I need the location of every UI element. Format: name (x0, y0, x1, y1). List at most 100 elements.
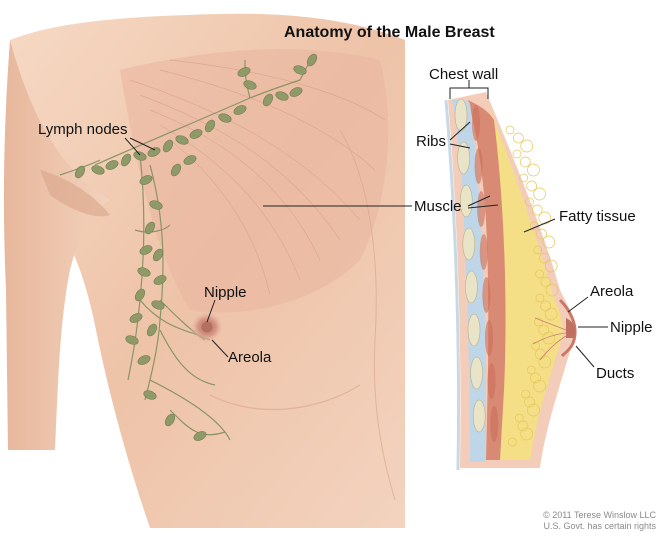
fat-lobule (530, 372, 541, 384)
fat-lobule (539, 252, 550, 264)
muscle-bundle (472, 105, 480, 141)
lymph-node (139, 175, 153, 185)
lymph-node (193, 431, 207, 441)
fat-lobule (521, 389, 531, 399)
lymph-node (237, 67, 251, 77)
label-ribs: Ribs (416, 133, 447, 150)
fat-lobule (535, 293, 545, 303)
copyright-credit: © 2011 Terese Winslow LLC (543, 510, 656, 520)
fat-lobule (526, 180, 538, 192)
rib (459, 184, 473, 218)
lymph-node (129, 313, 143, 323)
lymph-node (139, 245, 153, 255)
fat-lobule (514, 413, 524, 423)
fat-lobule (527, 163, 540, 177)
leader-lines (124, 121, 608, 368)
fat-lobule (542, 235, 556, 249)
rights-credit: U.S. Govt. has certain rights (543, 521, 656, 531)
lymph-node (183, 155, 197, 165)
lymph-node (218, 113, 232, 123)
rib (462, 227, 476, 261)
muscle-bundle (474, 148, 483, 184)
label-nipple-side: Nipple (610, 319, 653, 336)
lymph-node (243, 80, 257, 90)
lymph-node (149, 200, 163, 210)
lymph-node (262, 93, 274, 107)
chest-wall-bracket (449, 80, 489, 99)
label-areola-side: Areola (590, 283, 634, 300)
fat-lobule (533, 245, 543, 255)
lymph-node (120, 153, 132, 167)
muscle-bundle (485, 320, 493, 356)
lymph-node (306, 53, 318, 67)
arm (3, 40, 111, 450)
lymph-node (134, 288, 146, 302)
fat-lobule (533, 379, 546, 393)
lymph-node (189, 129, 203, 139)
rib (472, 399, 486, 433)
lymph-node (137, 267, 151, 277)
label-muscle: Muscle (414, 198, 462, 215)
lymph-node (125, 335, 139, 345)
lymph-node (137, 355, 151, 365)
fat-lobule (524, 396, 535, 408)
fat-lobule (544, 307, 558, 321)
areola-side (558, 298, 577, 358)
cross-section (444, 92, 577, 471)
lymph-node (153, 275, 167, 285)
chest-fold (209, 384, 361, 411)
lymph-node (289, 87, 303, 97)
inner-edge (444, 99, 460, 471)
muscle-bundle (479, 234, 488, 270)
label-chest-wall: Chest wall (429, 66, 499, 83)
fat-lobule (535, 269, 544, 279)
fat-lobule (531, 204, 543, 216)
nipple-side (566, 318, 576, 338)
lymph-node (175, 135, 189, 145)
label-ducts: Ducts (596, 365, 635, 382)
lymph-node (143, 390, 157, 400)
fat-lobule (542, 331, 556, 345)
fat-lobule (545, 283, 559, 297)
lymph-node (293, 65, 307, 75)
lymph-node (146, 323, 158, 337)
lymph-node (275, 91, 289, 101)
fat-lobule (512, 149, 522, 159)
rib (470, 356, 483, 390)
fat-lobule (520, 427, 534, 441)
fat-lobule (538, 355, 552, 369)
lymph-node (152, 248, 164, 262)
muscle-layer (468, 100, 506, 460)
label-areola-front: Areola (228, 349, 272, 366)
lymph-node (91, 165, 105, 175)
label-lymph-nodes: Lymph nodes (38, 121, 128, 138)
fat-lobule (520, 139, 534, 153)
fat-lobule (531, 341, 540, 351)
fat-lobule (536, 228, 547, 240)
armpit-shadow (40, 170, 110, 217)
lymph-node (105, 160, 119, 170)
label-nipple-front: Nipple (204, 284, 247, 301)
sternum-contour (339, 129, 396, 501)
lymph-node (164, 413, 176, 427)
lymph-node (74, 165, 86, 179)
fat-lobule (519, 173, 528, 183)
fat-lobule (534, 317, 543, 327)
lymph-node-group (74, 53, 318, 441)
fat-lobule (526, 365, 536, 375)
lymph-node (170, 163, 182, 177)
label-fatty-tissue: Fatty tissue (559, 208, 636, 225)
ducts (532, 317, 567, 361)
nipple-front (201, 321, 213, 333)
lymph-node (133, 151, 147, 161)
rib (454, 98, 468, 132)
fat-lobule (544, 259, 558, 273)
muscle-bundle (490, 406, 499, 442)
rib (465, 270, 478, 304)
fat-lobule (517, 420, 529, 432)
fat-lobule (508, 437, 517, 447)
fat-lobule (540, 276, 552, 288)
fat-lobule (527, 403, 540, 417)
